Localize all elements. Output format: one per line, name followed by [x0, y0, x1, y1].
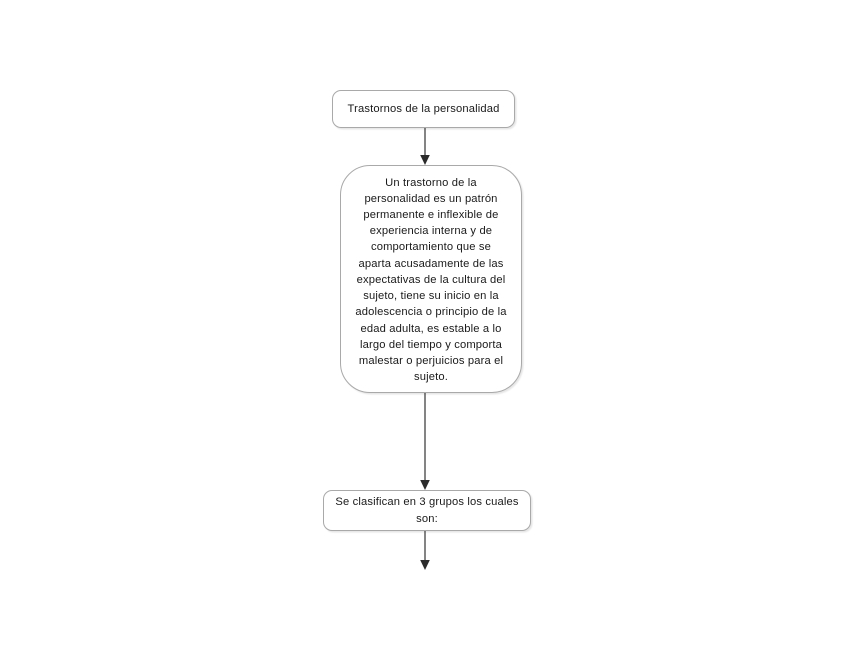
arrow-title-to-definition [417, 128, 433, 166]
node-definicion-trastorno[interactable]: Un trastorno de la personalidad es un pa… [340, 165, 522, 393]
arrow-down-icon [420, 531, 430, 570]
arrow-classification-to-next [417, 531, 433, 571]
node-title-label: Trastornos de la personalidad [347, 102, 500, 115]
node-trastornos-de-la-personalidad[interactable]: Trastornos de la personalidad [332, 90, 515, 128]
arrow-down-icon [420, 393, 430, 490]
node-classification-label: Se clasifican en 3 grupos los cuales son… [335, 496, 519, 525]
arrow-definition-to-classification [417, 393, 433, 491]
node-clasificacion-grupos[interactable]: Se clasifican en 3 grupos los cuales son… [323, 490, 531, 531]
node-definition-label: Un trastorno de la personalidad es un pa… [355, 176, 507, 384]
arrow-down-icon [420, 128, 430, 165]
